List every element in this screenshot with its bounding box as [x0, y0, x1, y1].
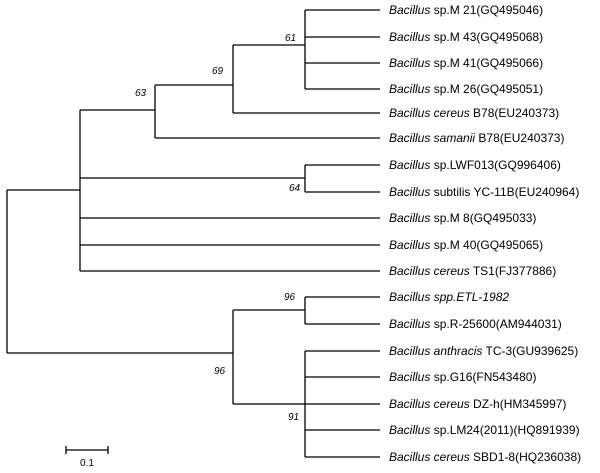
branch-clade-m [304, 9, 380, 90]
taxon-label: Bacillus sp.M 21(GQ495046) [389, 3, 543, 17]
taxon-label: Bacillus sp.M 26(GQ495051) [389, 82, 543, 96]
bootstrap-96-upper: 96 [284, 292, 296, 303]
branch-clade-96a [304, 296, 380, 325]
taxon-label: Bacillus sp.LWF013(GQ996406) [389, 158, 561, 172]
taxon-label: Bacillus sp.G16(FN543480) [389, 370, 536, 384]
bootstrap-91: 91 [288, 412, 299, 423]
branch-clade-64 [304, 164, 380, 193]
taxon-label: Bacillus anthracis TC-3(GU939625) [389, 344, 578, 358]
bootstrap-values: 61 69 63 64 96 96 91 [135, 33, 301, 423]
taxon-label: Bacillus sp.M 8(GQ495033) [389, 211, 536, 225]
tree-branches [6, 9, 380, 458]
taxon-label: Bacillus spp.ETL-1982 [389, 290, 509, 304]
taxon-label: Bacillus sp.LM24(2011)(HQ891939) [389, 423, 580, 437]
scale-bar-line [65, 446, 109, 454]
taxon-label: Bacillus cereus SBD1-8(HQ236038) [389, 450, 581, 464]
bootstrap-96-lower: 96 [214, 366, 226, 377]
bootstrap-64: 64 [289, 183, 301, 194]
taxon-label: Bacillus sp.M 40(GQ495065) [389, 238, 543, 252]
scale-bar-label: 0.1 [80, 458, 94, 469]
branch-clade-63 [154, 84, 380, 139]
scale-bar: 0.1 [65, 446, 109, 469]
taxon-label: Bacillus cereus DZ-h(HM345997) [389, 397, 566, 411]
bootstrap-61: 61 [285, 33, 296, 44]
taxon-label: Bacillus sp.R-25600(AM944031) [389, 317, 562, 331]
branch-root [6, 189, 233, 354]
taxon-label: Bacillus cereus TS1(FJ377886) [389, 264, 556, 278]
branch-clade-91 [304, 350, 380, 458]
taxon-labels: Bacillus sp.M 21(GQ495046) Bacillus sp.M… [389, 3, 581, 464]
branch-clade-69 [232, 44, 380, 114]
taxon-label: Bacillus sp.M 41(GQ495066) [389, 56, 543, 70]
bootstrap-63: 63 [135, 88, 147, 99]
taxon-label: Bacillus cereus B78(EU240373) [389, 106, 559, 120]
branch-upper-polytomy [79, 109, 380, 272]
taxon-label: Bacillus sp.M 43(GQ495068) [389, 30, 543, 44]
branch-clade-96b [232, 309, 305, 405]
bootstrap-69: 69 [212, 66, 224, 77]
taxon-label: Bacillus subtilis YC-11B(EU240964) [389, 185, 579, 199]
taxon-label: Bacillus samanii B78(EU240373) [389, 131, 564, 145]
